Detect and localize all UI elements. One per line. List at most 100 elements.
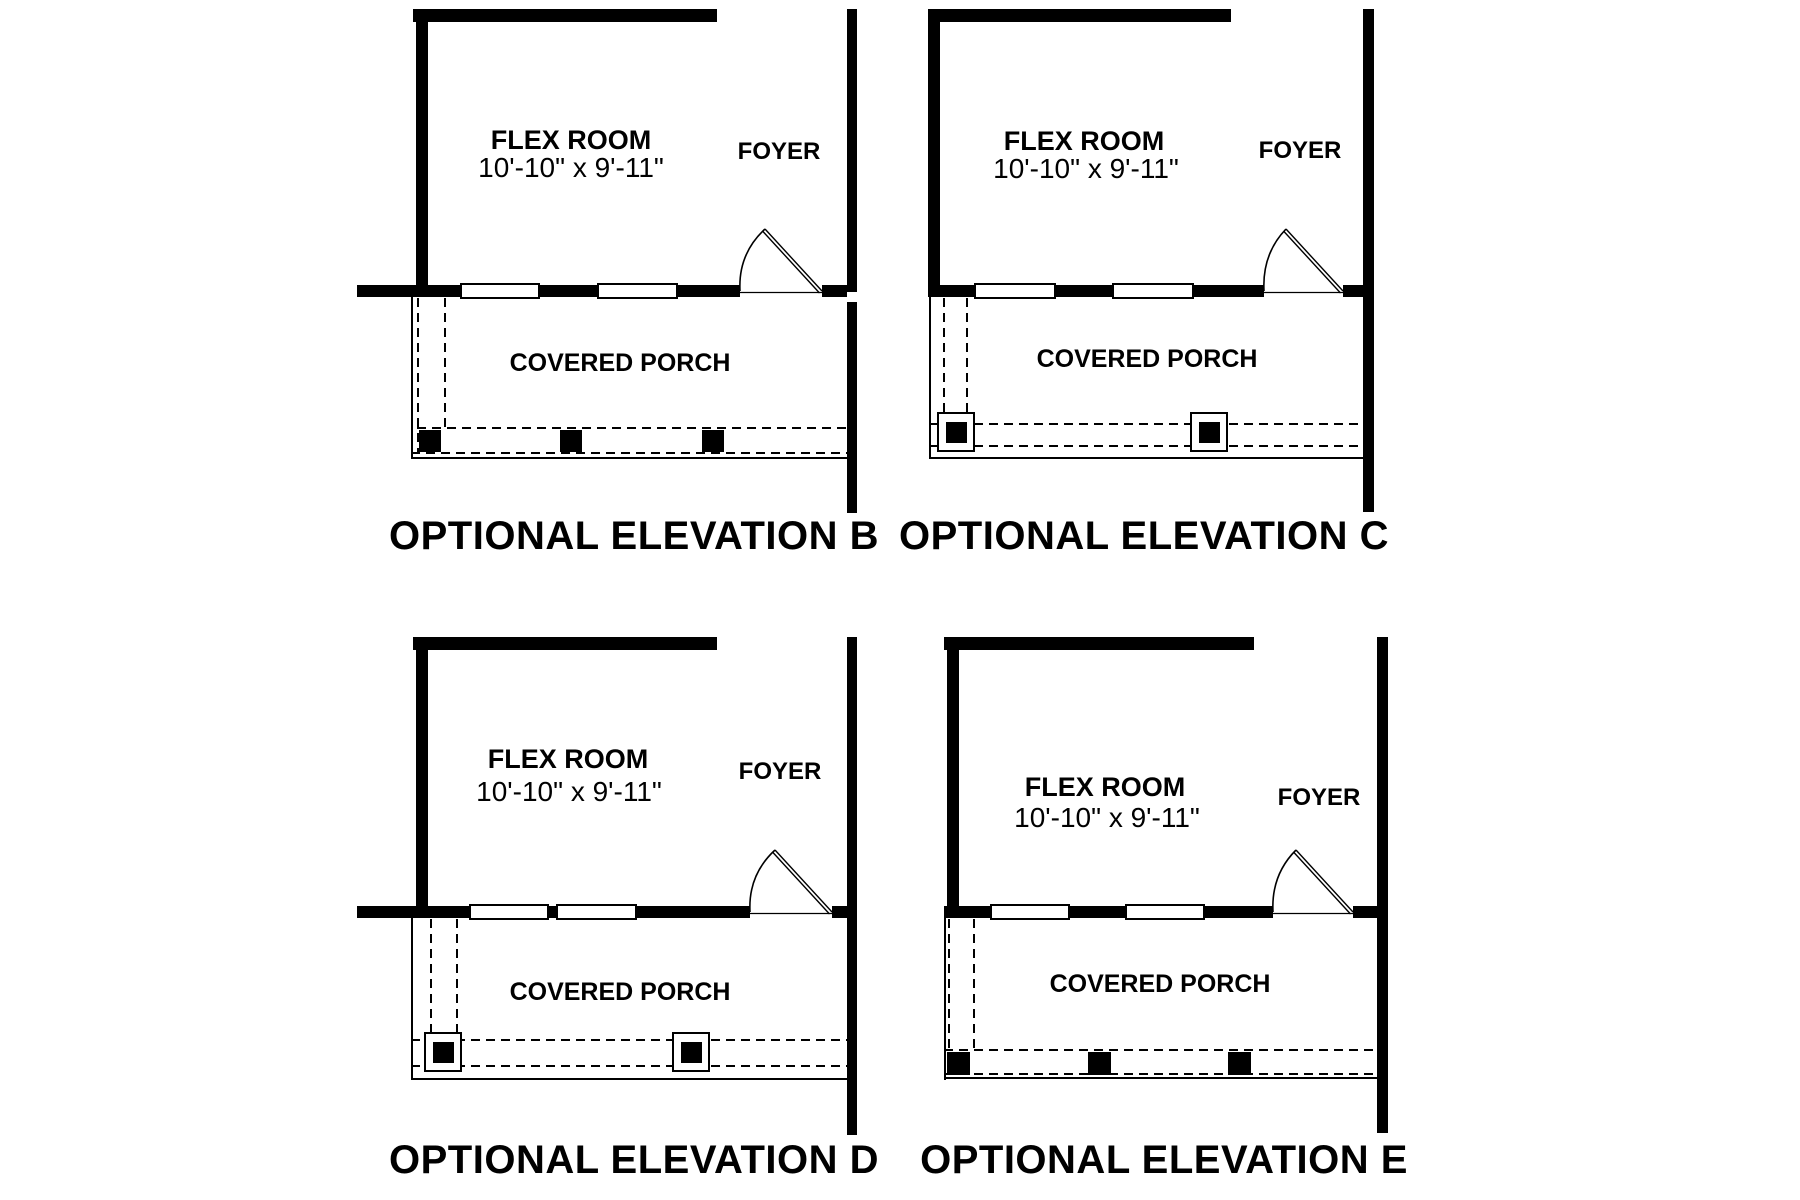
porch-post xyxy=(419,430,441,452)
door-leaf xyxy=(761,230,821,294)
wall-right xyxy=(1363,9,1374,512)
wall-right xyxy=(847,637,857,1135)
wall-bottom-segment xyxy=(1070,906,1125,918)
wall-bottom-segment xyxy=(357,285,460,297)
window xyxy=(1125,904,1205,920)
window xyxy=(556,904,637,920)
porch-dashed-line-h xyxy=(929,423,1363,425)
window xyxy=(460,283,540,299)
porch-post-box xyxy=(672,1032,710,1072)
flex-room-label: FLEX ROOM xyxy=(1003,126,1165,156)
wall-bottom-segment xyxy=(1194,285,1264,297)
window xyxy=(990,904,1070,920)
porch-outline-bottom xyxy=(411,1078,847,1080)
porch-dashed-line-v xyxy=(973,919,975,1050)
door xyxy=(1272,849,1354,915)
wall-left xyxy=(928,9,940,297)
covered-porch-label: COVERED PORCH xyxy=(1049,970,1271,998)
porch-dashed-line-v xyxy=(456,919,458,1034)
porch-outline-bottom xyxy=(411,457,847,459)
flex-room-label: FLEX ROOM xyxy=(1024,772,1186,802)
flex-room-dims: 10'-10" x 9'-11" xyxy=(993,153,1179,184)
wall-bottom-segment xyxy=(928,285,974,297)
wall-top xyxy=(413,9,717,22)
door xyxy=(749,849,833,915)
window xyxy=(974,283,1056,299)
wall-left xyxy=(416,9,428,297)
porch-dashed-line-v xyxy=(417,298,419,453)
wall-bottom-segment xyxy=(1056,285,1112,297)
wall-left xyxy=(947,637,959,918)
door-leaf xyxy=(774,849,833,913)
wall-bottom-segment xyxy=(357,906,469,918)
porch-post xyxy=(1199,422,1220,443)
window xyxy=(1112,283,1194,299)
porch-outline-left xyxy=(411,297,413,459)
elevation-caption: OPTIONAL ELEVATION E xyxy=(920,1138,1408,1182)
elevation-caption: OPTIONAL ELEVATION D xyxy=(388,1138,880,1182)
door-leaf xyxy=(1282,230,1342,294)
wall-top xyxy=(944,637,1254,650)
porch-outline-left xyxy=(944,918,946,1080)
wall-right xyxy=(1377,637,1388,1133)
porch-post xyxy=(560,430,582,452)
wall-bottom-segment xyxy=(944,906,990,918)
wall-top xyxy=(928,9,1231,22)
door-swing-arc xyxy=(1272,849,1297,913)
porch-post xyxy=(702,430,724,452)
flex-room-dims: 10'-10" x 9'-11" xyxy=(476,776,662,807)
porch-dashed-line-h xyxy=(417,427,847,429)
porch-dashed-line-h xyxy=(944,1049,1377,1051)
elevation-caption: OPTIONAL ELEVATION C xyxy=(898,514,1390,558)
door-leaf xyxy=(1285,228,1344,292)
porch-dashed-line-h xyxy=(411,1039,847,1041)
porch-dashed-line-v xyxy=(444,298,446,428)
porch-post xyxy=(681,1042,702,1063)
door-swing-arc xyxy=(739,228,766,292)
wall-bottom-segment xyxy=(678,285,740,297)
porch-post xyxy=(1228,1052,1251,1075)
porch-dashed-line-v xyxy=(943,298,945,412)
porch-outline-left xyxy=(411,918,413,1080)
wall-bottom-segment xyxy=(1353,906,1377,918)
flex-room-label: FLEX ROOM xyxy=(487,744,649,774)
window xyxy=(597,283,678,299)
wall-top xyxy=(413,637,717,650)
door-swing-arc xyxy=(1263,228,1287,292)
foyer-label: FOYER xyxy=(1258,137,1342,164)
wall-bottom-segment xyxy=(832,906,847,918)
door xyxy=(739,228,823,294)
covered-porch-label: COVERED PORCH xyxy=(509,978,731,1006)
window xyxy=(469,904,549,920)
flex-room-dims: 10'-10" x 9'-11" xyxy=(478,152,664,183)
door-leaf xyxy=(771,851,831,915)
porch-post xyxy=(946,422,967,443)
porch-outline-bottom xyxy=(944,1077,1388,1079)
door-swing-arc xyxy=(749,849,776,913)
wall-right-lower xyxy=(847,302,857,513)
porch-dashed-line-v xyxy=(948,919,950,1050)
porch-dashed-line-h xyxy=(411,452,847,454)
porch-dashed-line-h xyxy=(929,445,1363,447)
covered-porch-label: COVERED PORCH xyxy=(1036,345,1258,373)
flex-room-dims: 10'-10" x 9'-11" xyxy=(1014,802,1200,833)
flex-room-label: FLEX ROOM xyxy=(490,125,652,155)
foyer-label: FOYER xyxy=(737,138,821,165)
elevation-caption: OPTIONAL ELEVATION B xyxy=(388,514,880,558)
porch-post xyxy=(1088,1052,1111,1075)
porch-post xyxy=(947,1052,970,1075)
porch-outline-bottom xyxy=(929,457,1374,459)
wall-bottom-segment xyxy=(540,285,597,297)
door-leaf xyxy=(1295,849,1354,913)
wall-right-upper xyxy=(847,9,857,292)
door xyxy=(1263,228,1344,294)
porch-dashed-line-v xyxy=(966,298,968,412)
porch-dashed-line-h xyxy=(411,1065,847,1067)
door-leaf xyxy=(764,228,823,292)
door-leaf xyxy=(1292,851,1352,915)
wall-bottom-segment xyxy=(637,906,750,918)
porch-dashed-line-v xyxy=(430,919,432,1034)
wall-bottom-segment xyxy=(822,285,847,297)
wall-left xyxy=(416,637,428,918)
wall-bottom-segment xyxy=(549,906,556,918)
